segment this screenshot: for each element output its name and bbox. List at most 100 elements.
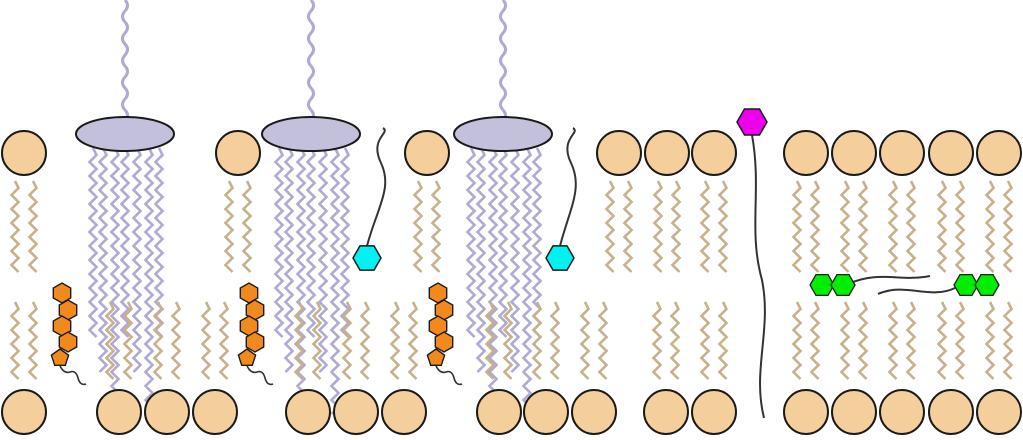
lipid-tail: [341, 301, 353, 380]
phospholipid-head: [333, 389, 379, 435]
gpi-protein-stalk: [307, 0, 315, 134]
cholesterol-ring: [434, 331, 454, 353]
lipid-tail: [152, 301, 164, 380]
phospholipid-head: [523, 389, 569, 435]
cholesterol-ring: [426, 348, 446, 366]
lipid-tail: [954, 301, 966, 380]
lipid-tail: [484, 301, 496, 380]
phospholipid-head: [783, 389, 829, 435]
magenta-anchor: [736, 108, 768, 136]
gpi-lipid-chain: [131, 147, 143, 373]
lipid-tail: [669, 301, 681, 380]
cholesterol-ring: [50, 348, 70, 366]
cholesterol-ring: [237, 348, 257, 366]
gpi-lipid-chain: [475, 147, 487, 373]
phospholipid-head: [144, 389, 190, 435]
lipid-tail: [809, 301, 821, 380]
gpi-lipid-chain: [487, 147, 499, 415]
lipid-tail: [597, 301, 609, 380]
phospholipid-head: [879, 130, 925, 176]
lipid-tail: [412, 180, 424, 273]
phospholipid-head: [192, 389, 238, 435]
interleaflet-chain: [877, 287, 956, 295]
lipid-tail: [27, 301, 39, 380]
cholesterol-ring: [58, 331, 78, 353]
phospholipid-head: [571, 389, 617, 435]
lipid-tail: [579, 301, 591, 380]
green-lipid-ring: [809, 273, 835, 297]
gpi-lipid-chain: [305, 147, 317, 338]
lipid-tail: [604, 180, 616, 273]
transmembrane-chain: [751, 134, 766, 419]
lipid-tail: [389, 301, 401, 380]
gpi-protein-stalk: [499, 0, 507, 134]
cholesterol-molecule: [426, 282, 463, 386]
phospholipid-head: [476, 389, 522, 435]
lipid-tail: [622, 180, 634, 273]
cholesterol-molecule: [237, 282, 274, 386]
cyan-lipid-anchor: [545, 245, 575, 271]
lipid-tail: [218, 301, 230, 380]
gpi-lipid-chain: [339, 147, 351, 338]
phospholipid-head: [1, 389, 47, 435]
lipid-tail: [311, 301, 323, 380]
cholesterol-tail: [435, 365, 463, 386]
lipid-tail: [293, 301, 305, 380]
anchor-chain: [559, 127, 577, 247]
lipid-tail: [430, 180, 442, 273]
gpi-lipid-chain: [273, 147, 285, 338]
lipid-tail: [223, 180, 235, 273]
lipid-tail: [652, 180, 664, 273]
lipid-tail: [905, 180, 917, 273]
cholesterol-tail: [59, 365, 87, 386]
lipid-tail: [699, 180, 711, 273]
phospholipid-head: [691, 130, 737, 176]
lipid-tail: [407, 301, 419, 380]
lipid-tail: [936, 180, 948, 273]
phospholipid-head: [643, 389, 689, 435]
phospholipid-head: [691, 389, 737, 435]
gpi-lipid-chain: [521, 147, 533, 415]
lipid-tail: [717, 180, 729, 273]
gpi-lipid-chain: [465, 147, 477, 338]
lipid-tail: [9, 180, 21, 273]
anchored-lipids-layer: [352, 108, 1000, 419]
lipid-tail: [200, 301, 212, 380]
gpi-lipid-chain: [531, 147, 543, 338]
lipid-tail: [502, 301, 514, 380]
green-lipid-ring: [974, 273, 1000, 297]
gpi-lipid-chain: [109, 147, 121, 415]
lipid-tail: [887, 180, 899, 273]
lipid-tail: [791, 301, 803, 380]
lipid-tail: [1002, 301, 1014, 380]
lipid-tail: [839, 180, 851, 273]
lipid-tail: [170, 301, 182, 380]
lipid-tail: [670, 180, 682, 273]
gpi-protein-stalk: [121, 0, 129, 134]
gpi-chains-layer: [87, 0, 543, 415]
lipid-tail: [887, 301, 899, 380]
lipid-tail: [857, 301, 869, 380]
raft-protein-disc: [261, 116, 361, 152]
phospholipid-head: [831, 130, 877, 176]
raft-protein-disc: [453, 116, 553, 152]
phospholipid-head: [1, 130, 47, 176]
cyan-lipid-anchor: [352, 245, 382, 271]
cholesterol-ring: [245, 331, 265, 353]
lipid-tail: [936, 301, 948, 380]
phospholipid-head: [644, 130, 690, 176]
lipid-tail: [699, 301, 711, 380]
raft-protein-layer: [75, 116, 553, 152]
gpi-lipid-chain: [497, 147, 509, 338]
gpi-lipid-chain: [143, 147, 155, 415]
phospholipid-head: [976, 130, 1022, 176]
lipid-tail: [549, 301, 561, 380]
phospholipid-head: [596, 130, 642, 176]
phospholipid-heads-layer: [1, 130, 1022, 435]
gpi-lipid-chain: [87, 147, 99, 338]
phospholipid-head: [928, 130, 974, 176]
lipid-tail: [27, 180, 39, 273]
lipid-tail: [122, 301, 134, 380]
green-lipid-ring: [953, 273, 979, 297]
